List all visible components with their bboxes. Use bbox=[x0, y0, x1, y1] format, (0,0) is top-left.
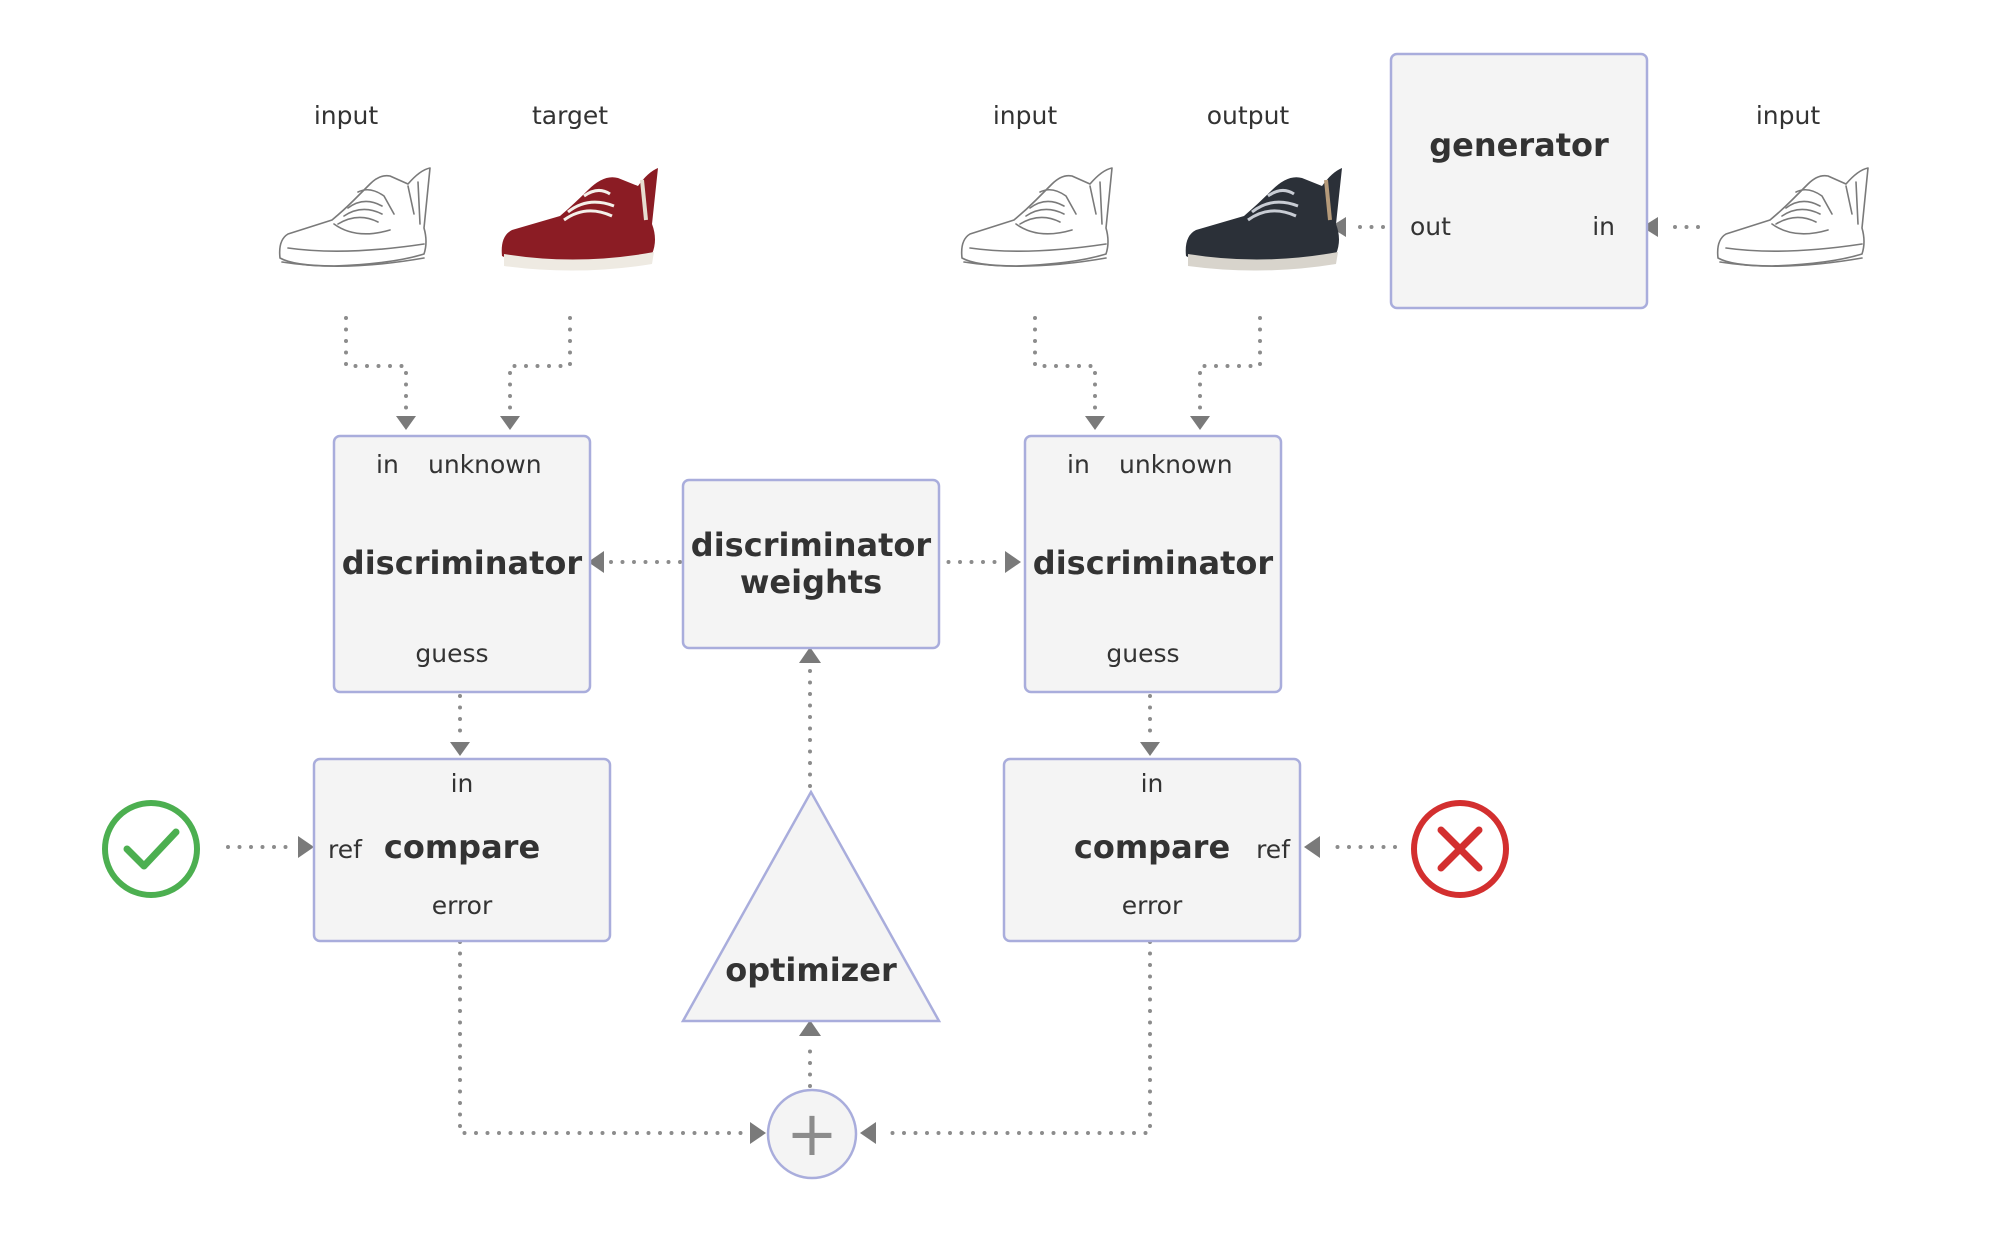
connector-target-to-disc-left-unknown bbox=[508, 316, 572, 412]
svg-text:unknown: unknown bbox=[428, 450, 542, 479]
dark-shoe-photo bbox=[1185, 168, 1342, 271]
compare-left-box: in ref compare error bbox=[312, 757, 612, 943]
image-input-right: input bbox=[1716, 101, 1869, 267]
red-shoe-photo bbox=[501, 168, 658, 271]
svg-text:out: out bbox=[1410, 212, 1451, 241]
svg-text:in: in bbox=[1592, 212, 1615, 241]
svg-text:in: in bbox=[1141, 769, 1164, 798]
discriminator-weights-box: discriminator weights bbox=[681, 478, 941, 650]
svg-text:guess: guess bbox=[415, 639, 488, 668]
arrow-head bbox=[1190, 416, 1210, 430]
sum-node: + bbox=[766, 1088, 858, 1180]
arrow-head bbox=[396, 416, 416, 430]
svg-text:ref: ref bbox=[328, 835, 363, 864]
svg-text:discriminator: discriminator bbox=[1033, 544, 1274, 582]
svg-text:target: target bbox=[532, 101, 608, 130]
discriminator-left-box: in unknown discriminator guess bbox=[332, 434, 592, 694]
connector-error-right-to-sum bbox=[880, 940, 1152, 1135]
svg-text:unknown: unknown bbox=[1119, 450, 1233, 479]
svg-text:generator: generator bbox=[1429, 126, 1609, 164]
arrow-head bbox=[1642, 217, 1658, 237]
image-input-left: input bbox=[278, 101, 431, 267]
svg-text:input: input bbox=[314, 101, 379, 130]
svg-text:error: error bbox=[1122, 891, 1183, 920]
arrow-head bbox=[1140, 742, 1160, 756]
check-circle-icon bbox=[102, 800, 200, 898]
arrow-head bbox=[1005, 551, 1021, 573]
svg-text:input: input bbox=[1756, 101, 1821, 130]
svg-text:optimizer: optimizer bbox=[725, 951, 897, 989]
arrow-head bbox=[799, 1020, 821, 1036]
x-circle-icon bbox=[1411, 800, 1509, 898]
arrow-head bbox=[500, 416, 520, 430]
image-input-mid: input bbox=[960, 101, 1113, 267]
discriminator-right-box: in unknown discriminator guess bbox=[1023, 434, 1283, 694]
svg-text:weights: weights bbox=[740, 563, 882, 601]
svg-text:error: error bbox=[432, 891, 493, 920]
connector-error-left-to-sum bbox=[458, 940, 746, 1135]
compare-right-box: in ref compare error bbox=[1002, 757, 1302, 943]
svg-text:discriminator: discriminator bbox=[691, 526, 932, 564]
svg-text:ref: ref bbox=[1256, 835, 1291, 864]
svg-text:compare: compare bbox=[384, 828, 540, 866]
connector-input-to-disc-left-in bbox=[344, 316, 408, 412]
svg-text:in: in bbox=[376, 450, 399, 479]
connector-output-to-disc-right-unknown bbox=[1198, 316, 1262, 412]
generator-box: generator out in bbox=[1389, 52, 1649, 310]
arrow-head bbox=[750, 1122, 766, 1144]
image-target-left: target bbox=[501, 101, 658, 271]
svg-text:in: in bbox=[451, 769, 474, 798]
sketch-shoe-icon bbox=[960, 167, 1113, 267]
sketch-shoe-icon bbox=[278, 167, 431, 267]
optimizer-triangle: optimizer bbox=[680, 789, 942, 1023]
arrow-head bbox=[298, 836, 314, 858]
arrow-head bbox=[1304, 836, 1320, 858]
arrow-head bbox=[450, 742, 470, 756]
svg-text:in: in bbox=[1067, 450, 1090, 479]
svg-text:output: output bbox=[1207, 101, 1290, 130]
image-output-mid: output bbox=[1185, 101, 1342, 271]
arrow-head bbox=[1330, 217, 1346, 237]
arrow-head bbox=[1085, 416, 1105, 430]
arrow-head bbox=[588, 551, 604, 573]
svg-text:discriminator: discriminator bbox=[342, 544, 583, 582]
sketch-shoe-icon bbox=[1716, 167, 1869, 267]
connector-input-to-disc-right-in bbox=[1033, 316, 1097, 412]
svg-text:guess: guess bbox=[1106, 639, 1179, 668]
arrow-head bbox=[799, 647, 821, 663]
svg-text:compare: compare bbox=[1074, 828, 1230, 866]
arrow-head bbox=[860, 1122, 876, 1144]
svg-text:input: input bbox=[993, 101, 1058, 130]
plus-icon: + bbox=[786, 1097, 838, 1170]
connectors bbox=[226, 217, 1700, 1144]
